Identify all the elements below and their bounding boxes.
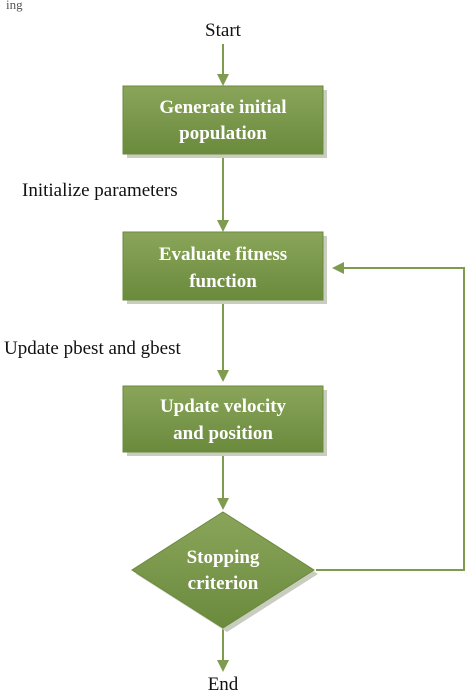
step-generate-line1: Generate initial bbox=[159, 97, 286, 118]
step-update-line2: and position bbox=[173, 423, 273, 444]
start-label: Start bbox=[205, 20, 242, 41]
arrow-loop-back-to-evaluate bbox=[316, 262, 465, 571]
step-evaluate-line1: Evaluate fitness bbox=[159, 244, 287, 265]
cropped-caption-fragment: ing bbox=[6, 0, 23, 12]
connector-lines bbox=[217, 44, 465, 672]
edge-label-initialize-parameters: Initialize parameters bbox=[22, 180, 178, 201]
step-generate-initial-population: Generate initial population bbox=[122, 85, 327, 158]
edge-label-update-pbest-gbest: Update pbest and gbest bbox=[4, 338, 181, 359]
decision-line2: criterion bbox=[188, 573, 259, 594]
step-update-line1: Update velocity bbox=[160, 396, 287, 417]
step-update-velocity-position: Update velocity and position bbox=[122, 385, 327, 456]
step-generate-line2: population bbox=[179, 123, 267, 144]
end-label: End bbox=[208, 674, 239, 695]
decision-line1: Stopping bbox=[187, 547, 260, 568]
step-evaluate-line2: function bbox=[189, 271, 257, 292]
step-evaluate-fitness-function: Evaluate fitness function bbox=[122, 231, 327, 304]
decision-stopping-criterion: Stopping criterion bbox=[131, 511, 318, 632]
